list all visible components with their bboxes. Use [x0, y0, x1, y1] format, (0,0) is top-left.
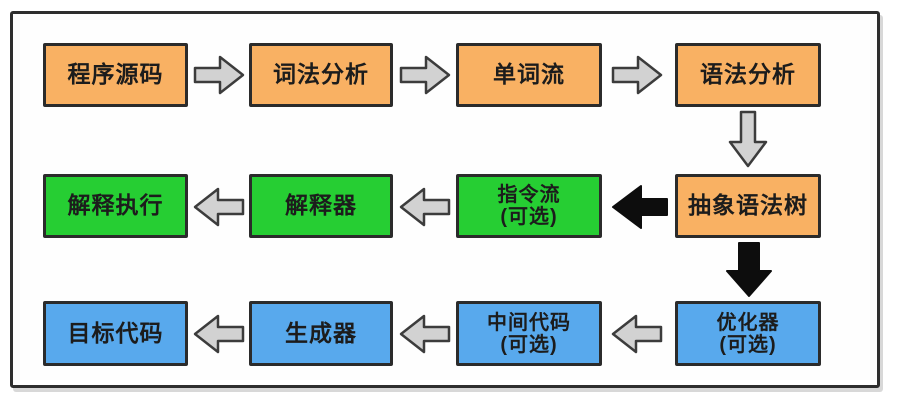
arrow-right-token-to-syntax-icon — [611, 55, 663, 95]
arrow-left-interpreter-to-execute-icon — [193, 187, 245, 227]
node-instruction-stream: 指令流 (可选) — [456, 174, 602, 238]
node-interpret-execute-label: 解释执行 — [67, 192, 164, 219]
arrow-left-optimizer-to-intermediate-icon — [611, 314, 663, 354]
node-token-stream: 单词流 — [456, 43, 602, 107]
arrow-left-generator-to-target-icon — [193, 314, 245, 354]
arrow-right-lexical-to-token-icon — [399, 55, 451, 95]
arrow-down-ast-to-optimizer-icon — [726, 242, 772, 297]
node-token-stream-label: 单词流 — [493, 61, 565, 88]
node-lexical-analysis: 词法分析 — [249, 43, 393, 107]
node-instruction-stream-label: 指令流 — [497, 184, 561, 206]
node-optimizer: 优化器 (可选) — [675, 301, 821, 366]
node-target-code: 目标代码 — [43, 301, 188, 366]
node-interpreter: 解释器 — [249, 174, 393, 238]
node-interpret-execute: 解释执行 — [43, 174, 188, 238]
node-source-code: 程序源码 — [43, 43, 188, 107]
node-intermediate-code: 中间代码 (可选) — [456, 301, 602, 366]
node-optimizer-label: 优化器 — [716, 311, 780, 334]
node-instruction-stream-sublabel: (可选) — [500, 206, 558, 228]
node-optimizer-sublabel: (可选) — [719, 333, 777, 356]
node-intermediate-code-sublabel: (可选) — [500, 333, 558, 356]
arrow-left-intermediate-to-generator-icon — [399, 314, 451, 354]
arrow-left-instruction-to-interpreter-icon — [399, 187, 451, 227]
node-source-code-label: 程序源码 — [67, 61, 164, 88]
node-syntax-analysis: 语法分析 — [675, 43, 821, 107]
node-intermediate-code-label: 中间代码 — [487, 311, 571, 334]
node-generator-label: 生成器 — [285, 319, 357, 346]
node-ast: 抽象语法树 — [675, 174, 821, 238]
node-generator: 生成器 — [249, 301, 393, 366]
node-ast-label: 抽象语法树 — [688, 192, 808, 219]
arrow-down-syntax-to-ast-icon — [728, 110, 768, 168]
node-lexical-analysis-label: 词法分析 — [273, 61, 369, 88]
arrow-right-source-to-lexical-icon — [193, 55, 245, 95]
node-target-code-label: 目标代码 — [67, 319, 164, 346]
diagram-frame: 程序源码 词法分析 单词流 语法分析 解释执行 解释器 指令流 (可选) 抽象语… — [10, 11, 880, 388]
node-syntax-analysis-label: 语法分析 — [700, 61, 796, 88]
arrow-left-ast-to-instruction-icon — [612, 185, 668, 229]
node-interpreter-label: 解释器 — [285, 192, 357, 219]
